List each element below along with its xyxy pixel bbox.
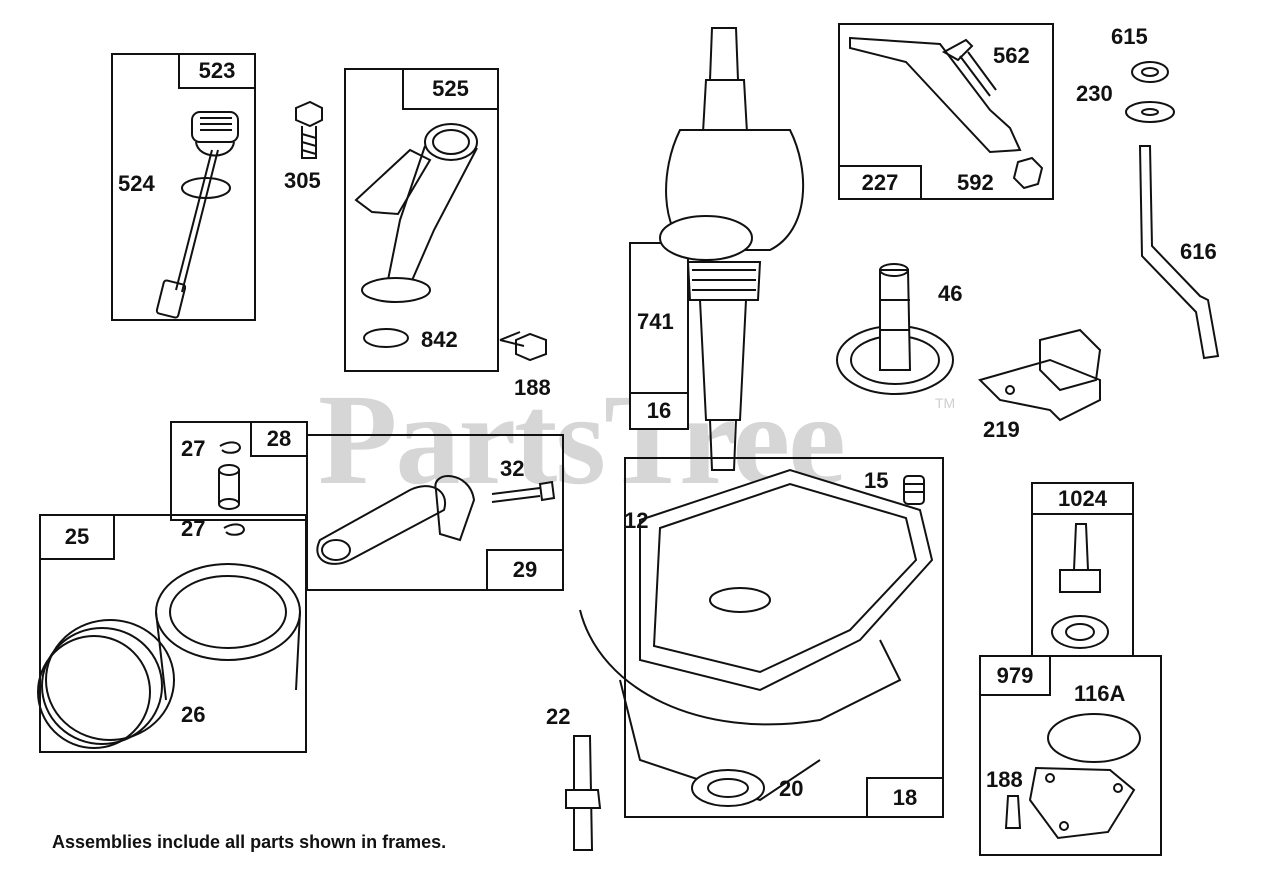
label-592: 592 <box>957 170 994 195</box>
frame-25 <box>39 514 307 753</box>
label-615: 615 <box>1111 24 1148 49</box>
label-230: 230 <box>1076 81 1113 106</box>
tag-29: 29 <box>486 549 564 591</box>
bolt-188-a <box>499 331 547 362</box>
bolt-22 <box>565 735 602 851</box>
label-26: 26 <box>181 702 206 727</box>
tag-18: 18 <box>866 777 944 818</box>
label-562: 562 <box>993 43 1030 68</box>
label-12: 12 <box>624 508 649 533</box>
tag-979: 979 <box>979 655 1051 696</box>
governor-shaft <box>1138 145 1220 360</box>
connecting-rod <box>316 475 556 565</box>
piston-pin-clips <box>219 441 246 536</box>
label-27-b: 27 <box>181 516 206 541</box>
dipstick-part <box>155 111 239 319</box>
frame-18 <box>624 457 944 818</box>
tag-227: 227 <box>838 165 922 200</box>
label-46: 46 <box>938 281 963 306</box>
piston-and-rings <box>37 563 301 749</box>
crankcase <box>579 468 934 802</box>
watermark-trademark: TM <box>935 395 956 411</box>
washer-set <box>1125 61 1175 123</box>
label-116A: 116A <box>1074 681 1126 706</box>
tag-525: 525 <box>402 68 499 110</box>
oil-pump-cover <box>1004 713 1141 840</box>
plug-15 <box>903 475 925 505</box>
tag-16: 16 <box>629 392 689 430</box>
frame-227 <box>838 23 1054 200</box>
label-188-a: 188 <box>514 375 551 400</box>
label-219: 219 <box>983 417 1020 442</box>
label-616: 616 <box>1180 239 1217 264</box>
frame-979 <box>979 655 1162 856</box>
label-32: 32 <box>500 456 525 481</box>
tag-28: 28 <box>250 421 308 457</box>
label-27-a: 27 <box>181 436 206 461</box>
tag-1024: 1024 <box>1031 482 1134 515</box>
label-20: 20 <box>779 776 804 801</box>
label-741: 741 <box>637 309 674 334</box>
label-524: 524 <box>118 171 155 196</box>
cam-gear <box>836 263 954 395</box>
oil-pump-shaft <box>1051 523 1109 649</box>
oil-seal <box>691 769 765 807</box>
label-842: 842 <box>421 327 458 352</box>
label-15: 15 <box>864 468 889 493</box>
governor-lever <box>849 36 1044 190</box>
frame-29 <box>306 434 564 591</box>
tag-25: 25 <box>39 514 115 560</box>
label-188-b: 188 <box>986 767 1023 792</box>
label-305: 305 <box>284 168 321 193</box>
bolt-305 <box>295 100 323 159</box>
label-22: 22 <box>546 704 571 729</box>
tag-523: 523 <box>178 53 256 89</box>
oil-fill-tube <box>354 123 478 348</box>
crankshaft <box>659 27 805 471</box>
piston-pin <box>218 464 240 510</box>
assemblies-footnote: Assemblies include all parts shown in fr… <box>52 832 447 852</box>
governor-assembly <box>978 328 1102 422</box>
